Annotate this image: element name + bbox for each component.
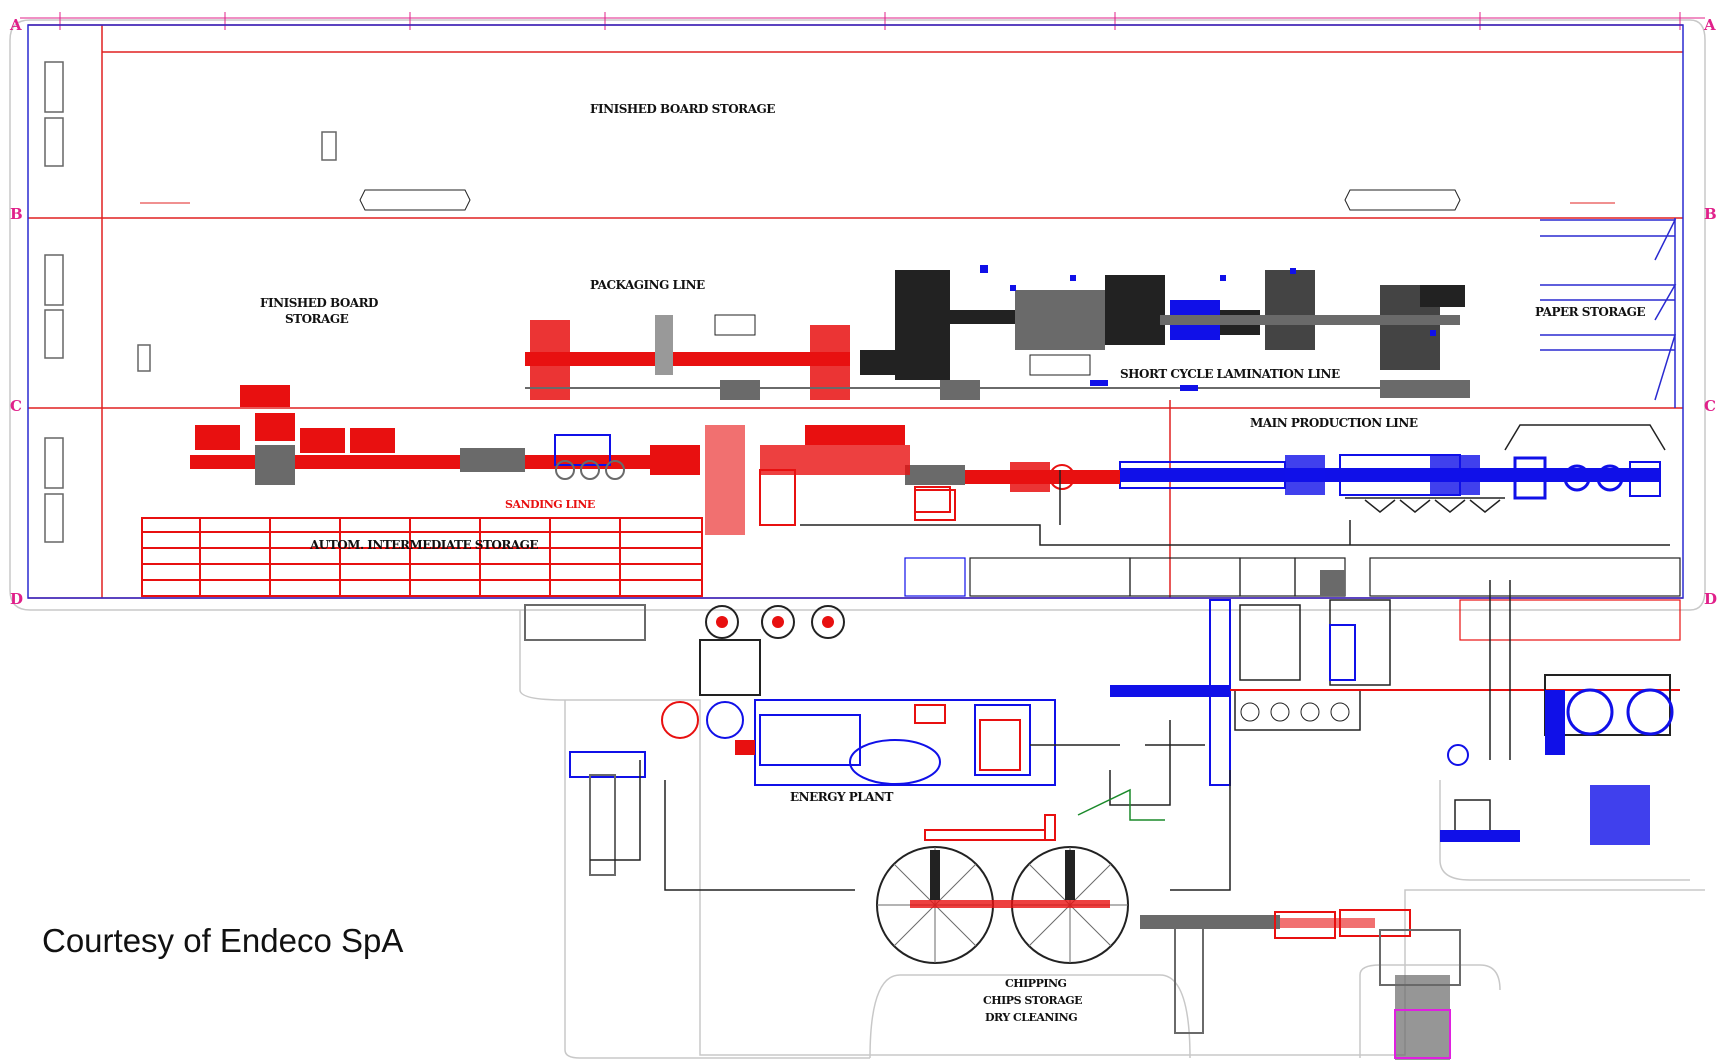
grid-letter-right-d: D <box>1704 590 1717 608</box>
storage-markers <box>140 189 1615 211</box>
top-ruler <box>20 12 1705 30</box>
grid-letter-left-a: A <box>9 16 22 34</box>
cyclones <box>524 604 845 696</box>
grid-letter-left-d: D <box>10 590 23 608</box>
chip-storage-silos <box>876 814 1129 964</box>
dryer-section <box>1110 599 1680 845</box>
main-production-line <box>1119 424 1666 513</box>
label-packaging-line: PACKAGING LINE <box>590 278 705 292</box>
grid-letter-right-b: B <box>1704 205 1717 223</box>
site-outline <box>9 19 1706 1059</box>
grid-letter-right-a: A <box>1703 16 1716 34</box>
label-finished-board-storage-top: FINISHED BOARD STORAGE <box>590 102 775 116</box>
truck-bays <box>44 61 337 543</box>
chipper-line <box>1077 788 1461 1060</box>
grid-letter-left-b: B <box>10 205 23 223</box>
grid-letter-right-c: C <box>1704 397 1716 415</box>
utility-rooms <box>904 557 1681 641</box>
label-chips-storage: CHIPS STORAGE <box>983 994 1082 1007</box>
building-wall <box>27 24 1684 599</box>
area-labels: FINISHED BOARD STORAGE FINISHED BOARD ST… <box>260 102 1646 1024</box>
short-cycle-lamination-line <box>860 265 1470 398</box>
sanding-line <box>190 385 956 535</box>
energy-plant <box>569 699 1056 876</box>
label-paper-storage: PAPER STORAGE <box>1535 305 1645 319</box>
grid-row-letters: A B C D A B C D <box>9 16 1717 608</box>
intermediate-storage <box>141 517 703 597</box>
label-finished-board-storage-left-2: STORAGE <box>285 312 349 326</box>
label-dry-cleaning: DRY CLEANING <box>985 1011 1077 1024</box>
pipes <box>590 470 1670 891</box>
label-short-cycle-lamination-line: SHORT CYCLE LAMINATION LINE <box>1120 367 1340 381</box>
label-sanding-line: SANDING LINE <box>505 498 595 511</box>
press-section <box>905 462 1120 513</box>
label-autom-intermediate-storage: AUTOM. INTERMEDIATE STORAGE <box>309 538 538 552</box>
paper-storage-racks <box>1540 218 1677 408</box>
label-finished-board-storage-left-1: FINISHED BOARD <box>260 296 378 310</box>
label-main-production-line: MAIN PRODUCTION LINE <box>1250 416 1418 430</box>
grid-letter-left-c: C <box>10 397 22 415</box>
label-chipping: CHIPPING <box>1005 977 1067 990</box>
courtesy-caption: Courtesy of Endeco SpA <box>42 922 404 959</box>
label-energy-plant: ENERGY PLANT <box>790 790 893 804</box>
packaging-line <box>525 314 1470 400</box>
